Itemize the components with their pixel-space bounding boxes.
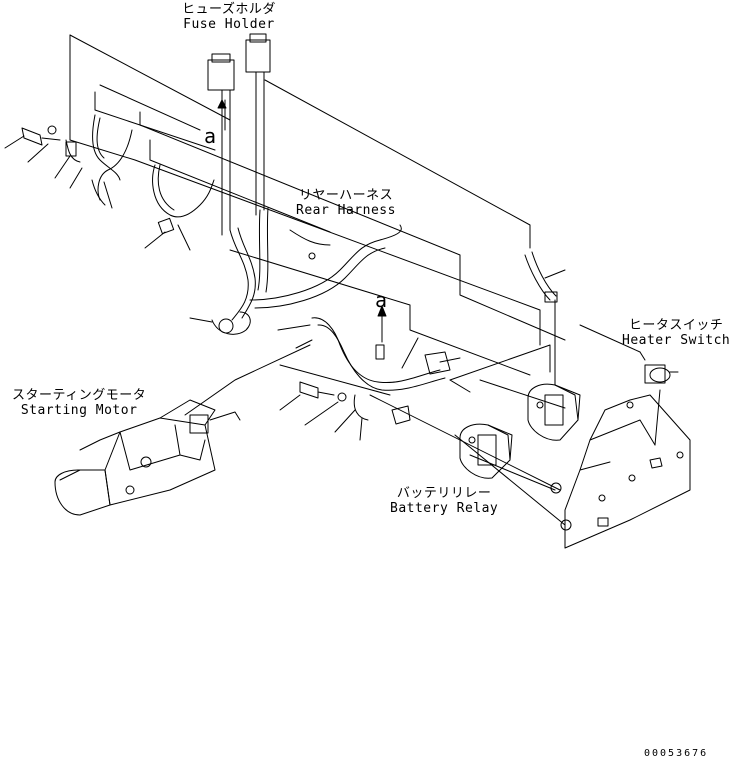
rear-harness-part bbox=[211, 207, 402, 335]
fuse-holder-label-jp: ヒューズホルダ bbox=[182, 2, 276, 17]
callout-a-top: a bbox=[204, 124, 217, 148]
heater-switch-label-en: Heater Switch bbox=[622, 333, 731, 348]
relay-cable bbox=[311, 305, 451, 391]
fuse-holder-part bbox=[207, 33, 271, 236]
heater-switch-part bbox=[644, 364, 679, 384]
battery-cables bbox=[21, 114, 215, 235]
index-leaders bbox=[4, 135, 566, 441]
battery-relay-label: バッテリリレー Battery Relay bbox=[390, 486, 498, 516]
document-number: 00053676 bbox=[644, 748, 709, 759]
fuse-holder-label-en: Fuse Holder bbox=[183, 17, 275, 32]
starting-motor-part bbox=[54, 399, 241, 516]
battery-relay-part bbox=[459, 383, 581, 479]
connector-clip bbox=[524, 251, 558, 303]
starting-motor-label: スターティングモータ Starting Motor bbox=[12, 388, 146, 418]
rear-harness-label-en: Rear Harness bbox=[296, 203, 396, 218]
bolt-group bbox=[299, 381, 411, 425]
rear-harness-label-jp: リヤーハーネス bbox=[298, 188, 394, 203]
battery-relay-label-jp: バッテリリレー bbox=[396, 486, 492, 501]
heater-switch-label-jp: ヒータスイッチ bbox=[628, 318, 724, 333]
fuse-holder-label: ヒューズホルダ Fuse Holder bbox=[182, 2, 276, 32]
starting-motor-label-jp: スターティングモータ bbox=[12, 388, 147, 403]
starting-motor-label-en: Starting Motor bbox=[20, 403, 138, 418]
mounting-bracket bbox=[550, 394, 691, 549]
leader-lines bbox=[69, 34, 661, 526]
heater-switch-label: ヒータスイッチ Heater Switch bbox=[622, 318, 730, 348]
battery-relay-label-en: Battery Relay bbox=[390, 501, 499, 516]
rear-harness-label: リヤーハーネス Rear Harness bbox=[296, 188, 396, 218]
callout-a-mid: a bbox=[375, 288, 388, 312]
